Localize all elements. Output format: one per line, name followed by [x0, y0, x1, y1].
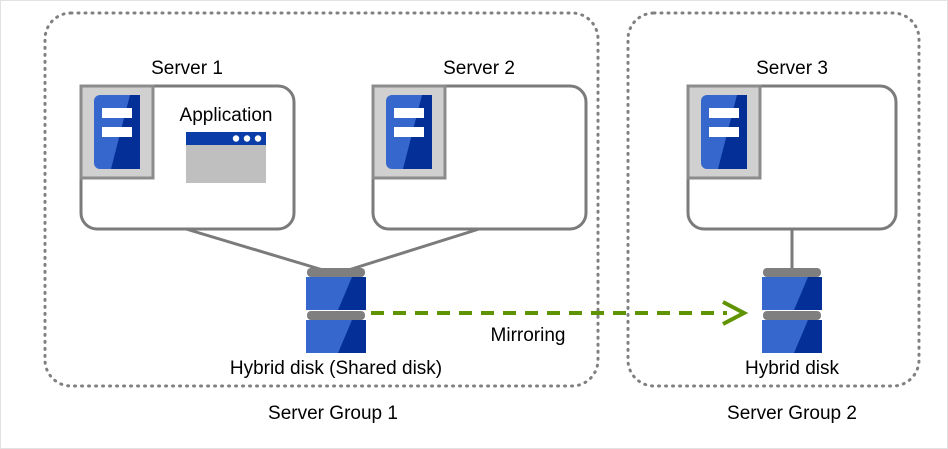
server-group-1-label: Server Group 1: [268, 403, 398, 424]
server-2-icon-frame: [371, 84, 447, 180]
application-label: Application: [179, 105, 273, 126]
hybrid-disk-shared-label: Hybrid disk (Shared disk): [229, 358, 443, 379]
mirroring-label: Mirroring: [490, 325, 566, 346]
server-2-label: Server 2: [443, 58, 515, 79]
server-3-icon-frame: [686, 84, 762, 180]
server-3-box[interactable]: [686, 84, 898, 231]
link-server1-to-shared-disk: [185, 227, 334, 275]
link-server2-to-shared-disk: [338, 227, 480, 275]
server-2-box[interactable]: [371, 84, 588, 231]
server-group-2-label: Server Group 2: [727, 403, 857, 424]
server-1-server-icon: [94, 95, 140, 169]
application-window-icon: [186, 132, 266, 183]
hybrid-disk-label: Hybrid disk: [745, 358, 839, 379]
server-3-server-icon: [701, 95, 747, 169]
server-3-label: Server 3: [756, 58, 828, 79]
server-1-label: Server 1: [151, 58, 223, 79]
server-1-icon-frame: [79, 84, 155, 180]
mirroring-arrow-head-icon: [722, 300, 749, 326]
server-2-server-icon: [386, 95, 432, 169]
hybrid-disk-icon[interactable]: [762, 268, 822, 353]
hybrid-disk-shared-icon[interactable]: [306, 268, 366, 353]
